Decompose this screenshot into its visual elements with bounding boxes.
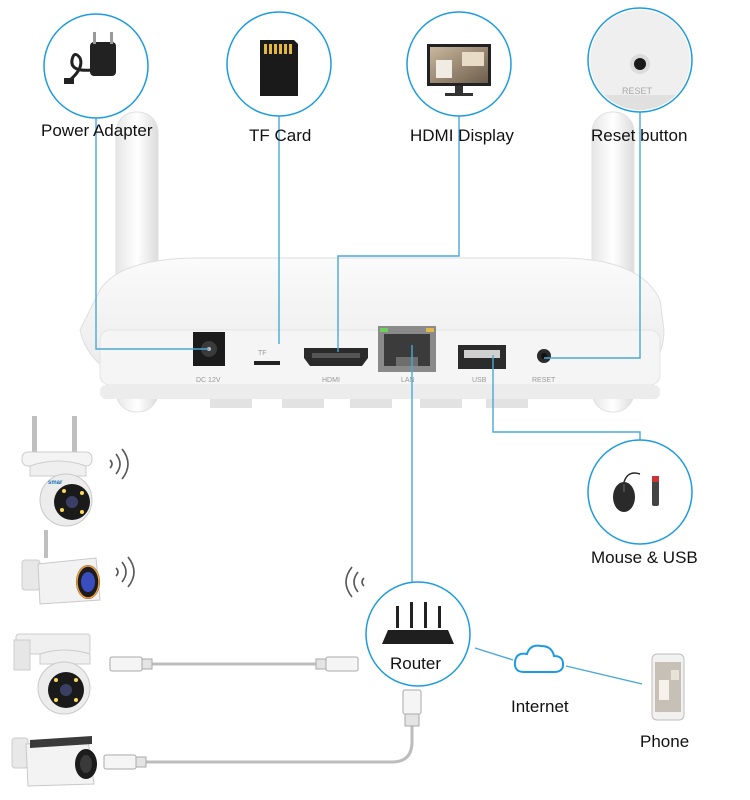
cloud-icon: [513, 644, 565, 673]
label-phone: Phone: [640, 732, 690, 751]
label-router: Router: [390, 654, 442, 673]
power-adapter-icon: [43, 13, 149, 119]
usb-port: [458, 345, 506, 369]
label-reset-button: Reset button: [591, 126, 688, 145]
port-label-usb: USB: [472, 377, 487, 384]
line-internet-phone: [565, 665, 643, 685]
port-label-lan: LAN: [401, 377, 415, 384]
label-tf-card: TF Card: [249, 126, 312, 145]
hdmi-port: [304, 348, 368, 366]
line-hdmi: [337, 98, 460, 352]
label-power-adapter: Power Adapter: [41, 121, 153, 140]
tf-slot: [254, 361, 280, 365]
line-usb: [492, 355, 641, 440]
line-power: [95, 118, 209, 350]
sd-card-icon: [226, 11, 332, 117]
label-mouse-usb: Mouse & USB: [591, 548, 698, 567]
connector-lines: [95, 95, 643, 685]
monitor-icon: [406, 11, 512, 117]
port-label-hdmi: HDMI: [322, 377, 340, 384]
line-router-internet: [474, 647, 514, 661]
bullet-camera-wifi-icon: [21, 530, 101, 605]
label-internet: Internet: [511, 697, 569, 716]
reset-button-icon: RESET: [587, 7, 693, 113]
ptz-camera-wifi-icon: smar: [21, 416, 93, 527]
reset-hole: [537, 349, 551, 363]
router-icon: [365, 581, 471, 687]
ethernet-cable-1: [109, 656, 359, 672]
nvr-device: [79, 257, 665, 408]
nvr-feet: [210, 398, 528, 408]
bullet-camera-wired-icon: [11, 736, 97, 787]
port-label-tf: TF: [258, 350, 267, 357]
lan-port: [378, 326, 436, 372]
camera-brand: smar: [48, 480, 63, 486]
reset-panel-label: RESET: [622, 86, 653, 96]
ptz-camera-wired-icon: [13, 633, 91, 715]
mouse-usb-icon: [587, 439, 693, 545]
port-label-reset: RESET: [532, 377, 556, 384]
port-label-dc: DC 12V: [196, 377, 221, 384]
label-hdmi-display: HDMI Display: [410, 126, 514, 145]
line-reset: [544, 95, 641, 359]
phone-icon: [651, 653, 685, 721]
wifi-waves-icon: [109, 448, 365, 598]
ethernet-cable-2: [103, 689, 422, 770]
